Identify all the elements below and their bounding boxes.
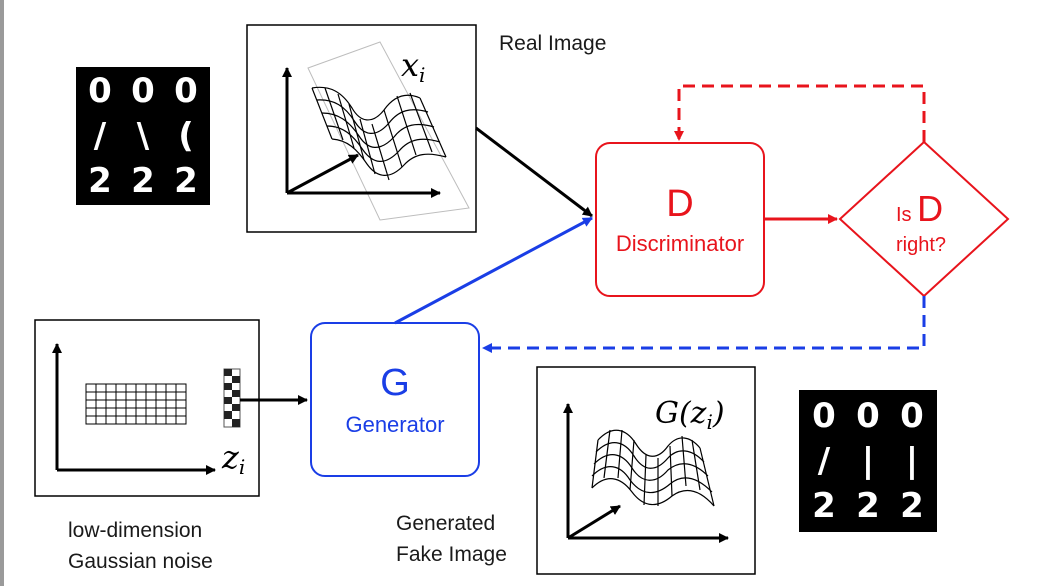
- digit: 2: [88, 161, 112, 201]
- discriminator-letter: D: [666, 183, 694, 225]
- digit: 0: [900, 396, 924, 436]
- digit: 2: [812, 486, 836, 526]
- real-sample-symbol: xi: [401, 46, 425, 87]
- digit: 0: [88, 71, 112, 111]
- digit: (: [178, 116, 194, 156]
- g-close: ): [712, 396, 725, 431]
- noise-label-line2: Gaussian noise: [68, 550, 213, 573]
- digit: |: [861, 441, 875, 481]
- digit: /: [817, 441, 831, 481]
- window-edge: [0, 0, 4, 586]
- real-image-label: Real Image: [499, 32, 607, 55]
- generator-name: Generator: [345, 412, 445, 437]
- fake-image-label: Generated Fake Image: [396, 508, 507, 570]
- digit: 0: [812, 396, 836, 436]
- digit: 0: [856, 396, 880, 436]
- fake-digit-samples: 0 0 0 / | | 2 2 2: [799, 390, 937, 532]
- generated-sample-symbol: G(zi): [655, 396, 725, 434]
- generator-letter: G: [380, 362, 410, 404]
- fake-label-line1: Generated: [396, 512, 496, 535]
- noise-vector: [223, 368, 241, 428]
- decision-question-line1: Is D: [896, 188, 943, 230]
- noise-symbol: zi: [222, 438, 245, 479]
- digit: 0: [131, 71, 155, 111]
- fake-surface-mesh: [591, 429, 715, 507]
- decision-prefix: Is: [896, 204, 912, 226]
- fake-image-panel: [536, 366, 756, 575]
- decision-letter: D: [917, 188, 944, 229]
- digit: 2: [131, 161, 155, 201]
- decision-question-line2: right?: [896, 234, 947, 256]
- real-to-discriminator-arrow: [475, 126, 593, 218]
- noise-panel: [34, 319, 260, 497]
- digit: |: [905, 441, 919, 481]
- fake-label-line2: Fake Image: [396, 543, 507, 566]
- x-subscript: i: [419, 63, 426, 87]
- decision-to-discriminator-feedback: [674, 84, 926, 142]
- z-subscript: i: [238, 455, 246, 479]
- discriminator-name: Discriminator: [615, 231, 745, 256]
- x-base: x: [401, 46, 420, 84]
- decision-to-generator-feedback: [482, 296, 926, 353]
- digit: \: [136, 116, 150, 156]
- z-base: z: [222, 438, 239, 476]
- digit: 2: [174, 161, 198, 201]
- g-subscript: i: [706, 410, 713, 434]
- noise-label-line1: low-dimension: [68, 519, 203, 542]
- digit: 0: [174, 71, 198, 111]
- real-surface-mesh: [311, 86, 447, 181]
- noise-grid: [85, 383, 187, 425]
- digit: 2: [900, 486, 924, 526]
- g-open: G(z: [655, 396, 707, 431]
- real-digit-samples: 0 0 0 / \ ( 2 2 2: [76, 67, 210, 205]
- generator-to-discriminator-arrow: [394, 216, 593, 325]
- noise-label: low-dimension Gaussian noise: [68, 515, 213, 577]
- real-image-panel: [246, 24, 477, 233]
- digit: 2: [856, 486, 880, 526]
- digit: /: [93, 116, 107, 156]
